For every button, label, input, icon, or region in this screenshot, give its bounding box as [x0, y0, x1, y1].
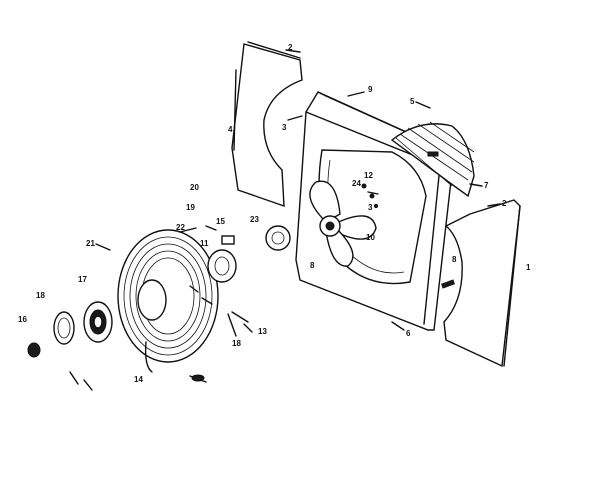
label-23: 23: [250, 215, 259, 224]
front-coil: [117, 229, 219, 373]
side-panel-right: [441, 199, 521, 368]
part-labels: 2 3 4 9 5 7 2 12 24 3 10 8 8 1 6 20 19 1…: [18, 43, 531, 384]
label-1: 1: [526, 263, 531, 272]
label-20: 20: [190, 183, 199, 192]
label-7: 7: [484, 181, 489, 190]
label-6: 6: [406, 329, 411, 338]
label-8a: 8: [310, 261, 315, 270]
label-18b: 18: [232, 339, 241, 348]
label-13: 13: [258, 327, 267, 336]
label-24: 24: [352, 179, 361, 188]
rear-coil: [390, 121, 475, 198]
motor-assembly: [189, 225, 291, 323]
label-4: 4: [228, 125, 233, 134]
label-5: 5: [410, 97, 415, 106]
label-3b: 3: [368, 203, 373, 212]
label-3a: 3: [282, 123, 287, 132]
label-10: 10: [366, 233, 375, 242]
label-19: 19: [186, 203, 195, 212]
label-16: 16: [18, 315, 27, 324]
label-8b: 8: [452, 255, 457, 264]
label-18a: 18: [36, 291, 45, 300]
side-panel-top: [231, 41, 303, 208]
label-14: 14: [134, 375, 143, 384]
label-9: 9: [368, 85, 373, 94]
label-12: 12: [364, 171, 373, 180]
label-17: 17: [78, 275, 87, 284]
label-11: 11: [200, 239, 209, 248]
leader-lines: [95, 49, 501, 337]
label-22: 22: [176, 223, 185, 232]
control-knob: [27, 301, 207, 391]
fan-blade: [309, 180, 377, 267]
label-21: 21: [86, 239, 95, 248]
label-2b: 2: [502, 199, 507, 208]
label-2a: 2: [288, 43, 293, 52]
label-15: 15: [216, 217, 225, 226]
